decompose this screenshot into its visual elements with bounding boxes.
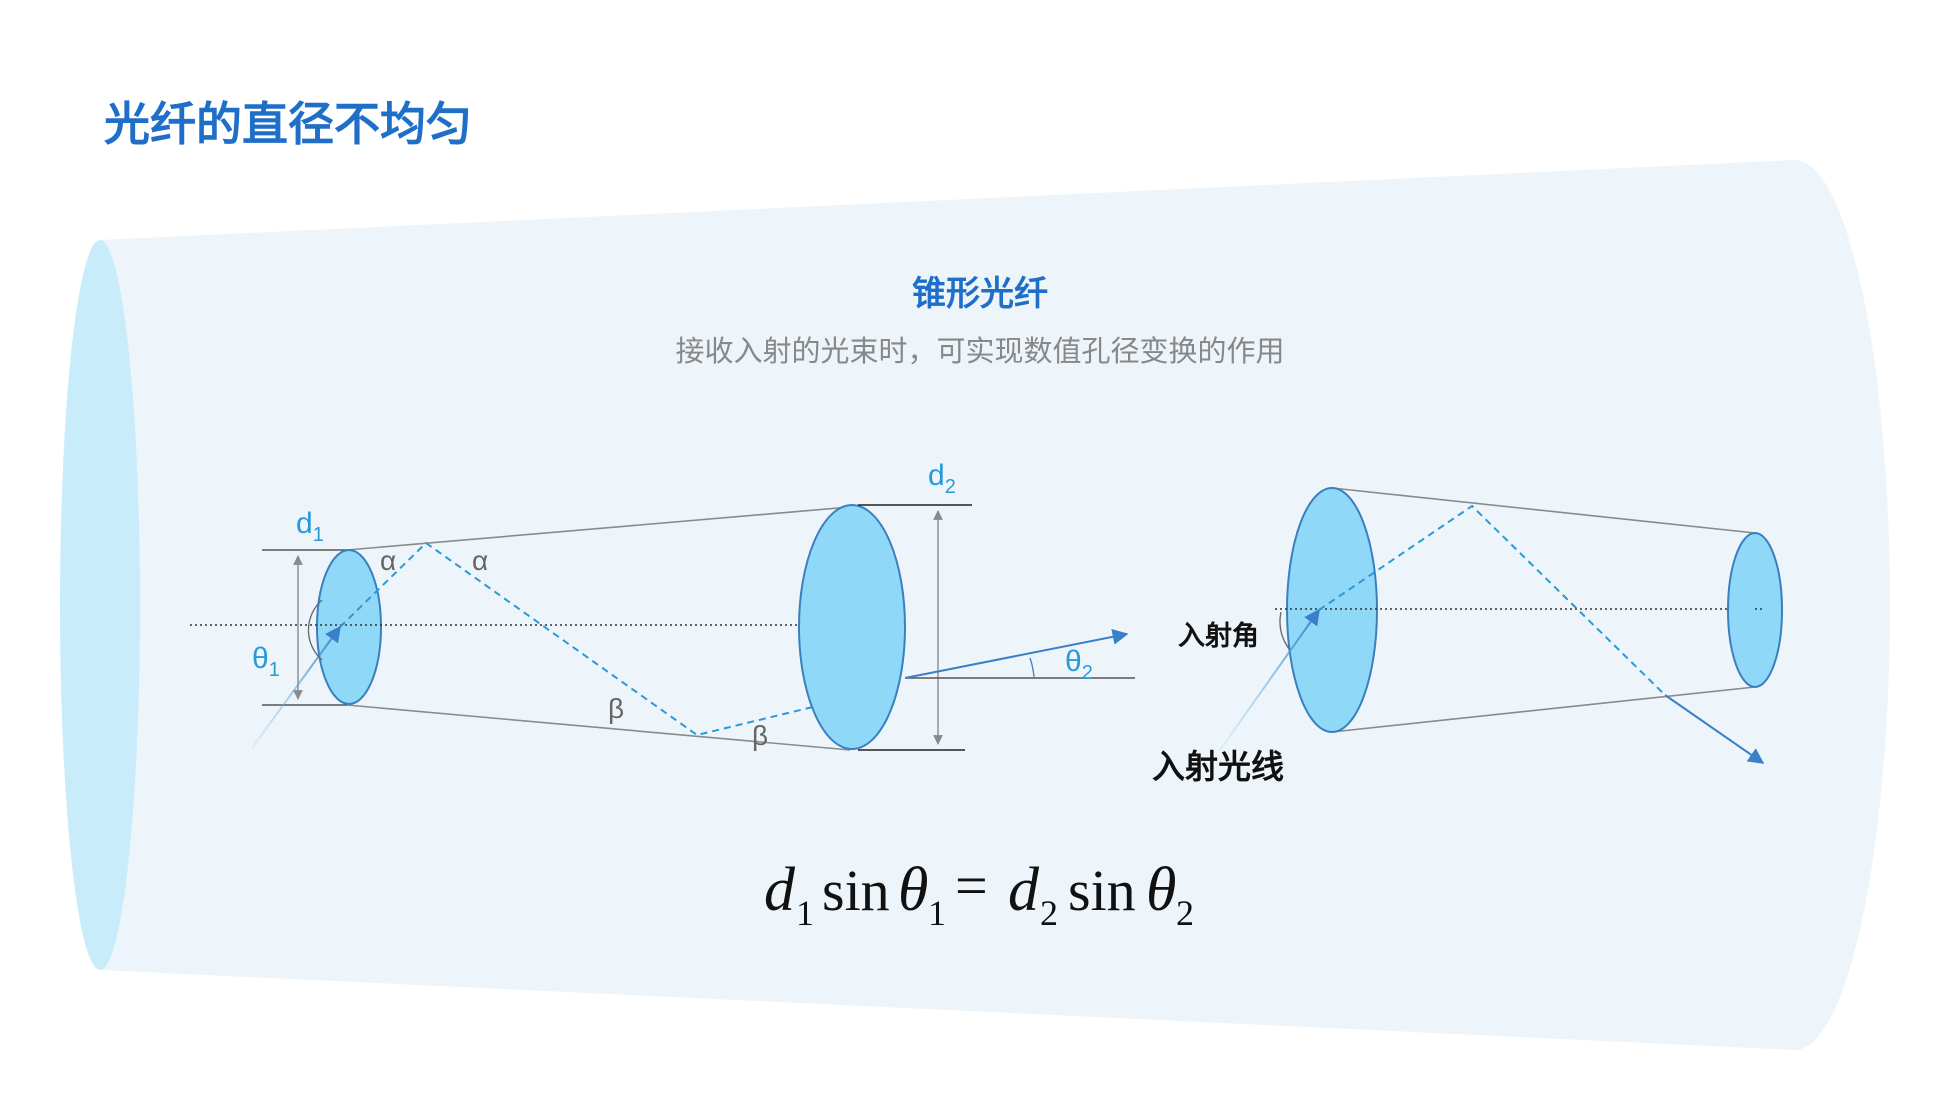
exit-ray-left (904, 628, 1129, 679)
zigzag-ray-right (1318, 504, 1666, 696)
incident-angle-label: 入射角 (1178, 620, 1259, 651)
d1-label: d1 (296, 507, 324, 546)
fiber-upper-edge (346, 506, 851, 551)
theta2-arc (1029, 657, 1035, 678)
entry-face-right (1286, 487, 1378, 733)
formula-sub-1b: 1 (928, 893, 946, 933)
entry-face-d1 (316, 549, 382, 705)
alpha-label-1: α (380, 545, 396, 576)
theta1-label: θ1 (252, 642, 280, 681)
incident-ray-left (251, 625, 341, 749)
tapered-fiber-diagram-left: d1 d2 θ1 θ2 α α β β (190, 459, 1135, 751)
incident-ray-label: 入射光线 (1152, 748, 1284, 785)
beta-label-1: β (608, 693, 624, 724)
zigzag-ray-left (339, 541, 851, 737)
incident-angle-arc (1279, 611, 1291, 651)
section-description: 接收入射的光束时，可实现数值孔径变换的作用 (675, 335, 1284, 368)
section-subtitle: 锥形光纤 (912, 275, 1048, 313)
alpha-label-2: α (472, 545, 488, 576)
formula-theta-2: θ (1146, 856, 1176, 924)
formula-theta-1: θ (898, 856, 928, 924)
fiber-lower-edge-right (1331, 686, 1756, 733)
theta2-label: θ2 (1065, 645, 1093, 684)
beta-label-2: β (752, 720, 768, 751)
formula-sub-2b: 2 (1176, 893, 1194, 933)
fiber-upper-edge-right (1331, 487, 1756, 534)
escaping-ray-right (1664, 694, 1765, 764)
formula-d1: d (764, 856, 796, 924)
formula-equals: = (955, 853, 988, 918)
formula-sin-2: sin (1068, 858, 1136, 923)
tapered-fiber-diagram-right: 入射角 入射光线 (1152, 487, 1783, 785)
exit-face-d2 (798, 504, 906, 750)
exit-face-right (1727, 532, 1783, 688)
formula-d2: d (1008, 856, 1040, 924)
fiber-lower-edge (346, 704, 851, 751)
background-cone (60, 160, 1890, 1050)
formula-sin-1: sin (822, 858, 890, 923)
formula-sub-1a: 1 (796, 893, 814, 933)
formula: d 1 sin θ 1 = d 2 sin θ 2 (764, 853, 1194, 933)
incident-ray-right (1219, 608, 1320, 751)
d2-label: d2 (928, 459, 956, 498)
theta1-arc (307, 599, 323, 661)
slide-title: 光纤的直径不均匀 (104, 98, 472, 150)
formula-sub-2a: 2 (1040, 893, 1058, 933)
